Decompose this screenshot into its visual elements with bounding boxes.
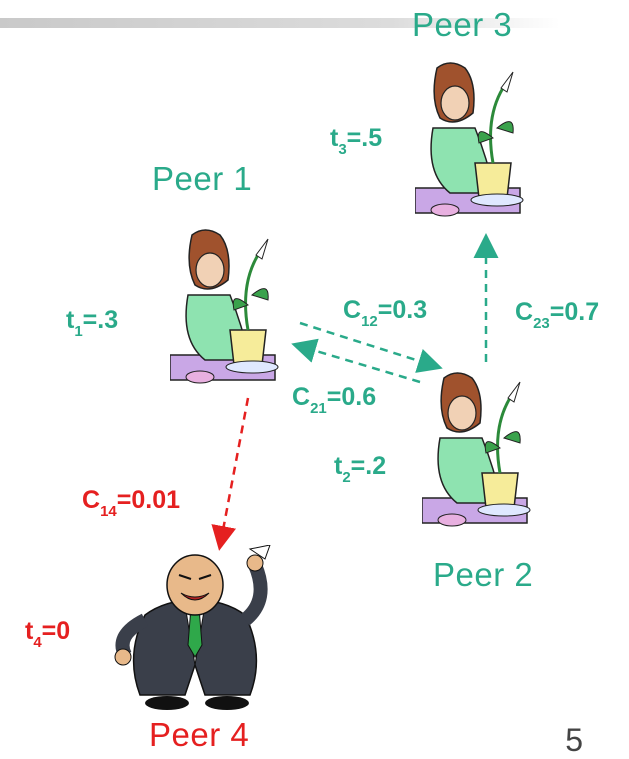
trust-t4: t4=0 [25,617,71,651]
edge-c21-label: C21=0.6 [292,383,377,417]
arrow-c12 [299,321,443,373]
peer-4-figure [114,545,271,710]
peer-1-figure [170,229,279,384]
arrow-c14 [211,397,250,551]
peer-2-figure [422,372,531,527]
trust-t2: t2=.2 [334,452,387,486]
peer-2-label: Peer 2 [433,556,534,593]
header-rule [0,18,560,28]
edge-c12-label: C12=0.3 [343,296,428,330]
peer-1-label: Peer 1 [152,160,253,197]
peer-4-label: Peer 4 [149,716,250,753]
arrow-c21 [291,338,421,384]
trust-t3: t3=.5 [330,124,383,158]
trust-t1: t1=.3 [66,306,119,340]
peer-3-label: Peer 3 [412,6,513,43]
edge-c14-label: C14=0.01 [82,486,181,520]
page-number: 5 [565,722,583,758]
peer-3-figure [415,62,524,217]
edge-c23-label: C23=0.7 [515,298,600,332]
